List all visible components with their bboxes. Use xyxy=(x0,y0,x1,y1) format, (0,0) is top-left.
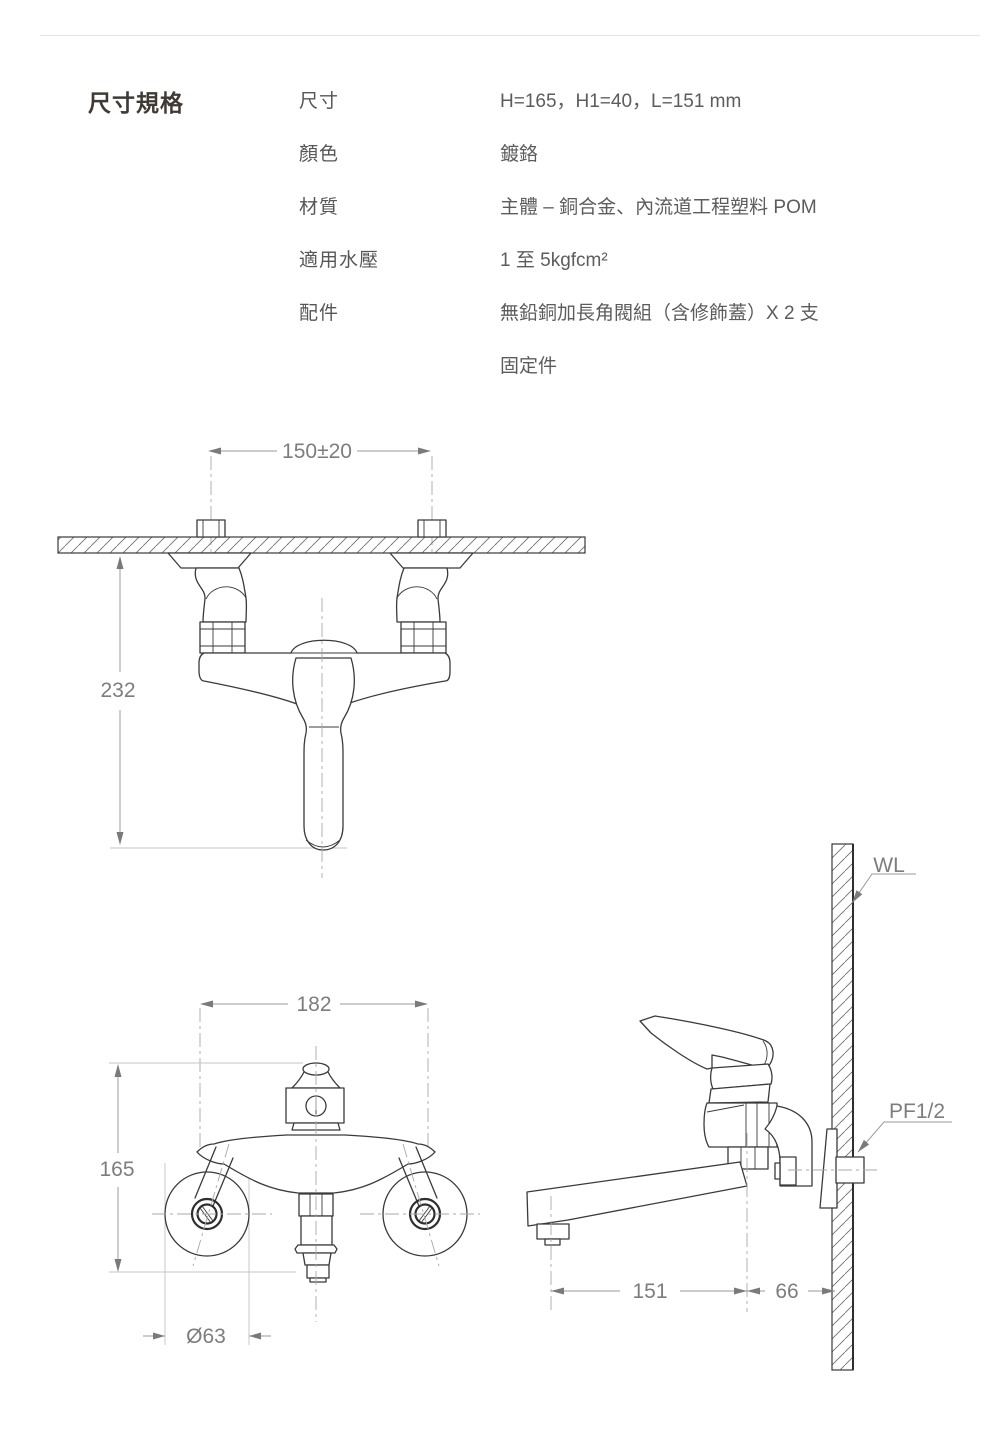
spec-row-color: 顏色 鍍鉻 xyxy=(0,139,1000,165)
spec-value-size: H=165，H1=40，L=151 mm xyxy=(500,91,742,112)
spec-label-accessories: 配件 xyxy=(299,303,340,324)
spec-row-accessories: 配件 無鉛銅加長角閥組（含修飾蓋）X 2 支 xyxy=(0,298,1000,324)
side-view-drawing: WL xyxy=(526,843,952,1371)
front-top-view-drawing: 150±20 232 xyxy=(57,440,586,878)
dim-wall-offset: 66 xyxy=(775,1280,798,1303)
spec-value-material: 主體 – 銅合金、內流道工程塑料 POM xyxy=(500,197,817,218)
spec-value-pressure: 1 至 5kgfcm² xyxy=(500,250,608,271)
spout-side xyxy=(526,1161,748,1227)
dim-body-height: 165 xyxy=(99,1158,134,1181)
spec-label-size: 尺寸 xyxy=(299,91,340,112)
spec-value-accessories: 無鉛銅加長角閥組（含修飾蓋）X 2 支 xyxy=(500,303,819,324)
dim-overall-height: 232 xyxy=(100,679,135,702)
spec-row-size: 尺寸 H=165，H1=40，L=151 mm xyxy=(0,86,1000,112)
spec-row-material: 材質 主體 – 銅合金、內流道工程塑料 POM xyxy=(0,192,1000,218)
spec-section-heading: 尺寸規格 xyxy=(88,90,184,116)
wall-section xyxy=(831,843,854,1371)
spec-label-color: 顏色 xyxy=(299,144,340,165)
dim-flange-diameter: Ø63 xyxy=(186,1325,226,1348)
spec-row-accessories-2: 固定件 xyxy=(0,351,1000,377)
spec-label-material: 材質 xyxy=(299,197,340,218)
spec-value-accessories-2: 固定件 xyxy=(500,356,558,377)
dim-hole-spacing: 150±20 xyxy=(282,440,352,463)
top-divider xyxy=(40,35,980,36)
wall-line-label: WL xyxy=(873,854,905,877)
thread-size-label: PF1/2 xyxy=(889,1100,945,1123)
spec-row-pressure: 適用水壓 1 至 5kgfcm² xyxy=(0,245,1000,271)
spec-label-pressure: 適用水壓 xyxy=(299,250,380,271)
spec-value-color: 鍍鉻 xyxy=(500,144,539,165)
mounting-panel xyxy=(57,536,586,554)
lever-handle xyxy=(292,657,355,851)
escutcheon-cover xyxy=(819,1128,838,1209)
front-view-drawing: 182 165 Ø63 xyxy=(99,993,480,1348)
lever-handle-side xyxy=(639,1015,774,1070)
dim-body-width: 182 xyxy=(296,993,331,1016)
dim-spout-length: 151 xyxy=(632,1280,667,1303)
